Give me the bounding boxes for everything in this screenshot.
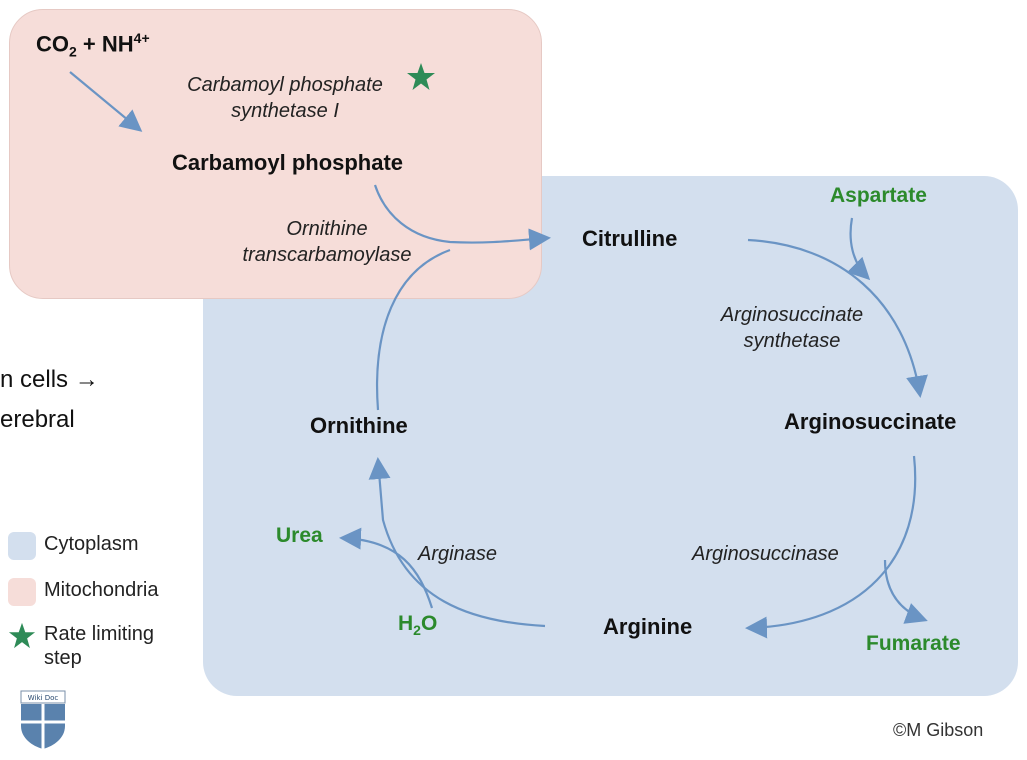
logo-text: Wiki Doc bbox=[28, 694, 59, 702]
arrow-ornithine-to-citrulline bbox=[376, 248, 451, 411]
mitochondria-region bbox=[9, 9, 542, 299]
arrow-urea-out bbox=[339, 527, 434, 609]
swatch-mitochondria bbox=[8, 578, 36, 606]
arrow-carbamoyl-to-citrulline bbox=[373, 184, 551, 251]
enzyme-ass-line2: synthetase bbox=[743, 330, 841, 352]
metabolite-ornithine: Ornithine bbox=[310, 413, 408, 438]
enzyme-cps1: Carbamoyl phosphate synthetase I bbox=[155, 72, 415, 124]
wikidoc-logo: Wiki Doc bbox=[20, 690, 66, 755]
arrow-arginine-to-ornithine bbox=[368, 457, 546, 628]
arrow-fumarate-out bbox=[883, 559, 928, 624]
co2-nh4-label: CO2 + NH4+ bbox=[36, 30, 150, 60]
legend-mitochondria-label: Mitochondria bbox=[44, 579, 159, 601]
legend-cytoplasm: Cytoplasm bbox=[8, 532, 138, 560]
legend-mitochondria: Mitochondria bbox=[8, 578, 159, 606]
enzyme-cps1-line2: synthetase I bbox=[231, 100, 339, 122]
enzyme-cps1-line1: Carbamoyl phosphate bbox=[187, 74, 383, 96]
legend-cytoplasm-label: Cytoplasm bbox=[44, 533, 139, 555]
side-aspartate: Aspartate bbox=[830, 184, 927, 207]
metabolite-carbamoyl-phosphate: Carbamoyl phosphate bbox=[172, 150, 404, 175]
legend-rate-limiting-line2: step bbox=[44, 647, 82, 669]
swatch-cytoplasm bbox=[8, 532, 36, 560]
arrow-arginosuccinate-to-arginine bbox=[745, 455, 917, 639]
arrow-aspartate-in bbox=[846, 217, 871, 281]
legend-rate-limiting: Rate limiting step bbox=[8, 622, 154, 670]
enzyme-otc-line1: Ornithine bbox=[286, 218, 368, 240]
metabolite-arginine: Arginine bbox=[603, 614, 693, 639]
cropped-text-line2: erebral bbox=[0, 406, 75, 433]
wikidoc-shield-icon: Wiki Doc bbox=[20, 690, 66, 749]
enzyme-ass-line1: Arginosuccinate bbox=[720, 304, 864, 326]
enzyme-ass: Arginosuccinate synthetase bbox=[682, 302, 902, 354]
enzyme-otc: Ornithine transcarbamoylase bbox=[212, 216, 442, 268]
side-water: H2O bbox=[398, 612, 438, 639]
enzyme-arginase: Arginase bbox=[418, 543, 497, 565]
arrow-citrulline-to-arginosuccinate bbox=[747, 238, 928, 398]
cropped-text-line1: n cells → bbox=[0, 366, 99, 393]
enzyme-asl: Arginosuccinase bbox=[692, 543, 839, 565]
credit-text: ©M Gibson bbox=[893, 720, 984, 740]
metabolite-arginosuccinate: Arginosuccinate bbox=[784, 409, 957, 434]
enzyme-otc-line2: transcarbamoylase bbox=[242, 244, 412, 266]
star-icon bbox=[407, 63, 435, 90]
legend-rate-limiting-line1: Rate limiting bbox=[44, 623, 155, 645]
arrow-co2-to-carbamoyl-phosphate bbox=[69, 71, 143, 132]
side-fumarate: Fumarate bbox=[866, 632, 961, 655]
legend-rate-limiting-label: Rate limiting step bbox=[44, 622, 154, 670]
side-urea: Urea bbox=[276, 524, 323, 547]
metabolite-citrulline: Citrulline bbox=[582, 226, 678, 251]
legend-star-icon bbox=[8, 622, 36, 649]
